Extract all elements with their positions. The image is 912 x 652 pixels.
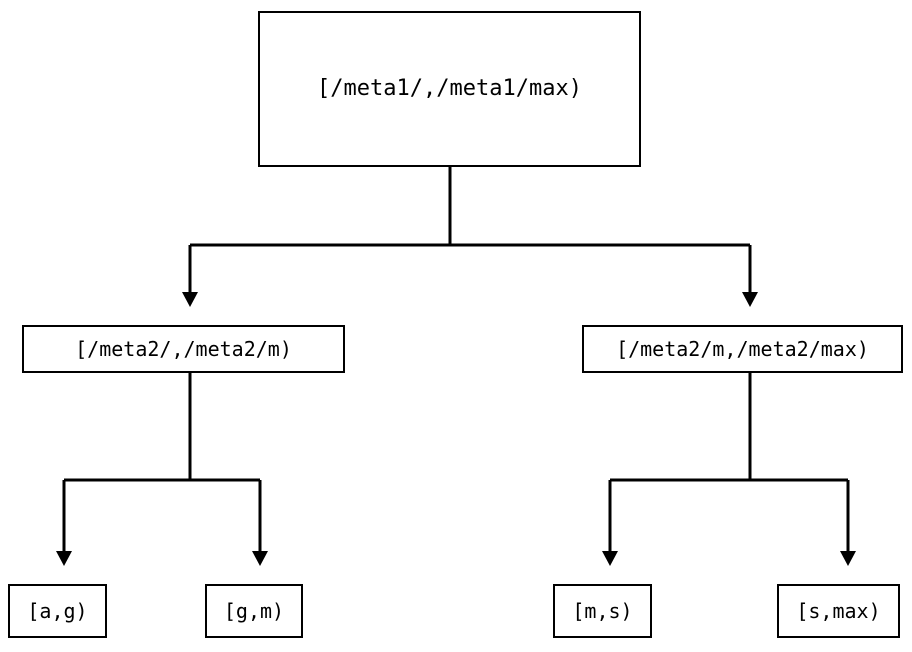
- arrowhead-icon: [840, 551, 856, 566]
- tree-node-leaf-3-label: [m,s): [572, 599, 633, 623]
- tree-node-leaf-4-label: [s,max): [796, 599, 881, 623]
- edge-midleft-to-leaves: [56, 373, 268, 566]
- arrowhead-icon: [602, 551, 618, 566]
- edge-midright-to-leaves: [602, 373, 856, 566]
- tree-node-root-label: [/meta1/,/meta1/max): [317, 76, 582, 101]
- arrowhead-icon: [252, 551, 268, 566]
- tree-node-leaf-2[interactable]: [g,m): [205, 584, 303, 638]
- arrowhead-icon: [182, 292, 198, 307]
- tree-node-mid-right[interactable]: [/meta2/m,/meta2/max): [582, 325, 903, 373]
- arrowhead-icon: [56, 551, 72, 566]
- tree-node-mid-left-label: [/meta2/,/meta2/m): [75, 337, 292, 361]
- tree-node-leaf-4[interactable]: [s,max): [777, 584, 900, 638]
- tree-node-mid-left[interactable]: [/meta2/,/meta2/m): [22, 325, 345, 373]
- tree-node-leaf-1-label: [a,g): [27, 599, 88, 623]
- tree-node-mid-right-label: [/meta2/m,/meta2/max): [616, 337, 869, 361]
- edge-root-to-level1: [182, 167, 758, 307]
- tree-node-leaf-2-label: [g,m): [223, 599, 285, 623]
- tree-node-leaf-3[interactable]: [m,s): [553, 584, 652, 638]
- tree-node-leaf-1[interactable]: [a,g): [8, 584, 107, 638]
- tree-node-root[interactable]: [/meta1/,/meta1/max): [258, 11, 641, 167]
- arrowhead-icon: [742, 292, 758, 307]
